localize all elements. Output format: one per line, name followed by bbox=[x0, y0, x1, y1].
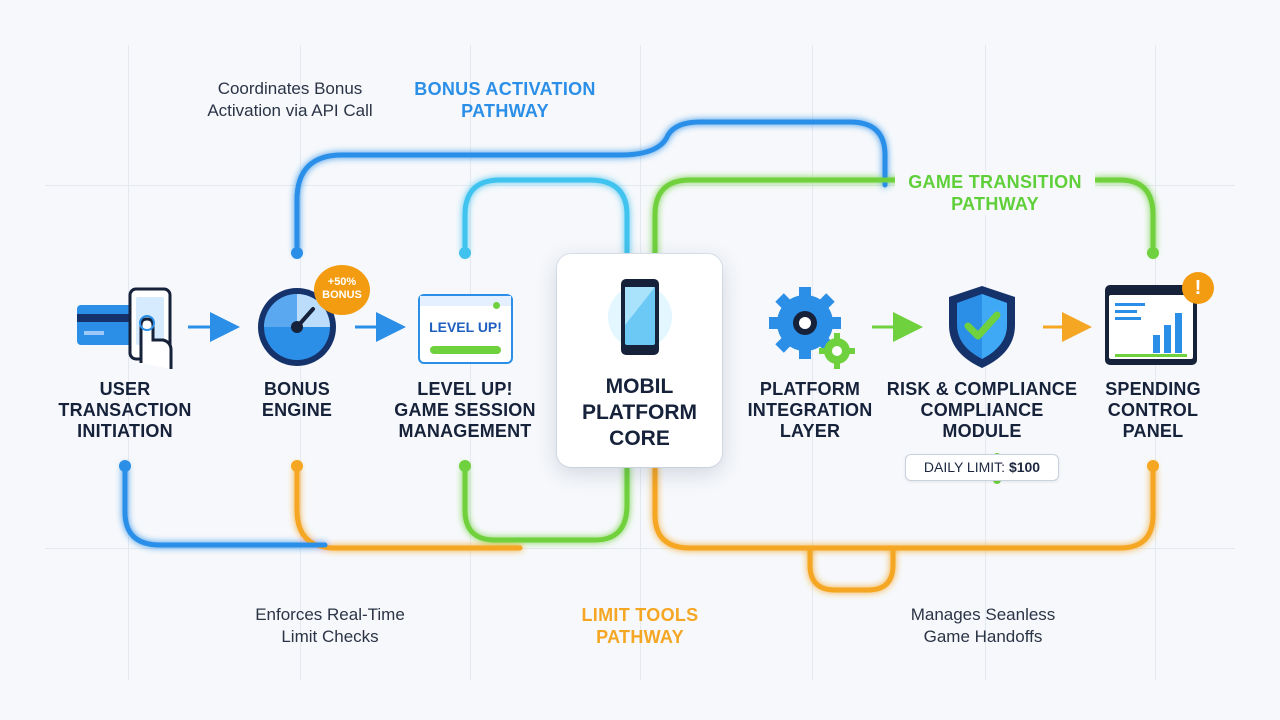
progress-bar bbox=[430, 346, 501, 354]
shield-check-icon bbox=[949, 286, 1015, 368]
node-label-line: LAYER bbox=[779, 421, 841, 441]
core-label-line: PLATFORM bbox=[581, 401, 698, 424]
node-label-line: PLATFORM bbox=[759, 379, 861, 399]
level-up-text: LEVEL UP! bbox=[429, 319, 502, 335]
node-label-line: BONUS bbox=[263, 379, 330, 399]
level-up-screen-icon: LEVEL UP! bbox=[418, 294, 513, 364]
connector-dot bbox=[291, 460, 303, 472]
dashboard-bar bbox=[1175, 313, 1182, 353]
dashboard-line bbox=[1115, 303, 1145, 306]
connector-dot bbox=[1147, 247, 1159, 259]
gauge-icon bbox=[258, 288, 336, 366]
limit-pathway-line-left bbox=[294, 463, 523, 551]
bonus-badge-line: BONUS bbox=[322, 289, 362, 301]
user-bottom-line bbox=[122, 463, 328, 548]
node-label-line: LEVEL UP! bbox=[417, 379, 513, 399]
connector-dot bbox=[459, 247, 471, 259]
limit-pathway-line-right bbox=[652, 463, 1156, 551]
smartphone-icon bbox=[608, 279, 672, 355]
node-label-line: MANAGEMENT bbox=[398, 421, 532, 441]
grid-line bbox=[45, 548, 1235, 549]
screen-top-bar bbox=[420, 296, 511, 306]
node-label-line: COMPLIANCE bbox=[920, 400, 1044, 420]
game-note-line: Game Handoffs bbox=[923, 627, 1043, 646]
daily-limit-badge: DAILY LIMIT: $100 bbox=[905, 454, 1059, 481]
connector-dot bbox=[1147, 460, 1159, 472]
limit-note-line: Limit Checks bbox=[281, 627, 379, 646]
node-label-line: GAME SESSION bbox=[394, 400, 536, 420]
node-label-line: USER bbox=[99, 379, 151, 399]
node-label-line: PANEL bbox=[1122, 421, 1184, 441]
bonus-pathway-title-line: BONUS ACTIVATION bbox=[414, 79, 596, 99]
limit-loop bbox=[807, 547, 896, 593]
node-label-line: SPENDING bbox=[1105, 379, 1201, 399]
core-label-line: MOBIL bbox=[605, 375, 674, 398]
game-session-label: LEVEL UP! GAME SESSION MANAGEMENT bbox=[385, 379, 545, 442]
bonus-pathway-title-line: PATHWAY bbox=[461, 101, 549, 121]
spending-label: SPENDING CONTROL PANEL bbox=[1073, 379, 1233, 442]
bonus-note: Coordinates Bonus Activation via API Cal… bbox=[185, 78, 395, 122]
grid-line bbox=[812, 45, 813, 680]
node-label-line: INITIATION bbox=[77, 421, 173, 441]
grid-line bbox=[45, 185, 1235, 186]
node-label-line: INTEGRATION bbox=[747, 400, 873, 420]
core-label: MOBIL PLATFORM CORE bbox=[557, 374, 722, 452]
bonus-note-line: Coordinates Bonus bbox=[217, 79, 363, 98]
risk-label: RISK & COMPLIANCE COMPLIANCE MODULE bbox=[882, 379, 1082, 442]
dashboard-line bbox=[1115, 317, 1141, 320]
dashboard-bar bbox=[1153, 335, 1160, 353]
card-tap-icon bbox=[77, 287, 173, 369]
daily-limit-label: DAILY LIMIT: bbox=[923, 459, 1006, 475]
limit-pathway-title: LIMIT TOOLS PATHWAY bbox=[545, 604, 735, 648]
game-note-line: Manages Seanless bbox=[910, 605, 1056, 624]
core-label-line: CORE bbox=[609, 427, 670, 450]
game-pathway-title-line: PATHWAY bbox=[951, 194, 1039, 214]
user-transaction-label: USER TRANSACTION INITIATION bbox=[45, 379, 205, 442]
bonus-engine-label: BONUS ENGINE bbox=[217, 379, 377, 421]
node-label-line: ENGINE bbox=[261, 400, 333, 420]
bonus-note-line: Activation via API Call bbox=[207, 101, 373, 120]
dashboard-progress bbox=[1115, 354, 1187, 357]
warning-badge: ! bbox=[1182, 272, 1214, 304]
node-label-line: MODULE bbox=[942, 421, 1022, 441]
node-label-line: RISK & COMPLIANCE bbox=[886, 379, 1078, 399]
connector-dot bbox=[459, 460, 471, 472]
game-pathway-title-line: GAME TRANSITION bbox=[908, 172, 1082, 192]
session-bottom-line bbox=[462, 463, 630, 543]
game-pathway-title: GAME TRANSITION PATHWAY bbox=[895, 171, 1095, 215]
dashboard-chart-icon bbox=[1105, 285, 1197, 365]
limit-note-line: Enforces Real-Time bbox=[255, 605, 405, 624]
node-label-line: CONTROL bbox=[1107, 400, 1199, 420]
node-label-line: TRANSACTION bbox=[58, 400, 192, 420]
bonus-pathway-line bbox=[294, 119, 888, 255]
connector-dot bbox=[119, 460, 131, 472]
integration-label: PLATFORM INTEGRATION LAYER bbox=[730, 379, 890, 442]
dashboard-line bbox=[1115, 310, 1137, 313]
gears-icon bbox=[769, 287, 855, 369]
status-dot bbox=[493, 302, 500, 309]
grid-line bbox=[128, 45, 129, 680]
bonus-pathway-title: BONUS ACTIVATION PATHWAY bbox=[395, 78, 615, 122]
connector-dot bbox=[291, 247, 303, 259]
limit-pathway-title-line: LIMIT TOOLS bbox=[581, 605, 699, 625]
dashboard-bar bbox=[1164, 325, 1171, 353]
dashboard-screen bbox=[1109, 295, 1193, 359]
limit-note: Enforces Real-Time Limit Checks bbox=[225, 604, 435, 648]
limit-pathway-title-line: PATHWAY bbox=[596, 627, 684, 647]
session-core-line bbox=[462, 177, 630, 257]
bonus-badge: +50% BONUS bbox=[314, 265, 370, 315]
daily-limit-value: $100 bbox=[1008, 459, 1041, 475]
bonus-badge-line: +50% bbox=[327, 276, 357, 288]
game-note: Manages Seanless Game Handoffs bbox=[878, 604, 1088, 648]
game-pathway-line bbox=[652, 177, 903, 257]
game-pathway-line-right bbox=[1092, 177, 1156, 255]
